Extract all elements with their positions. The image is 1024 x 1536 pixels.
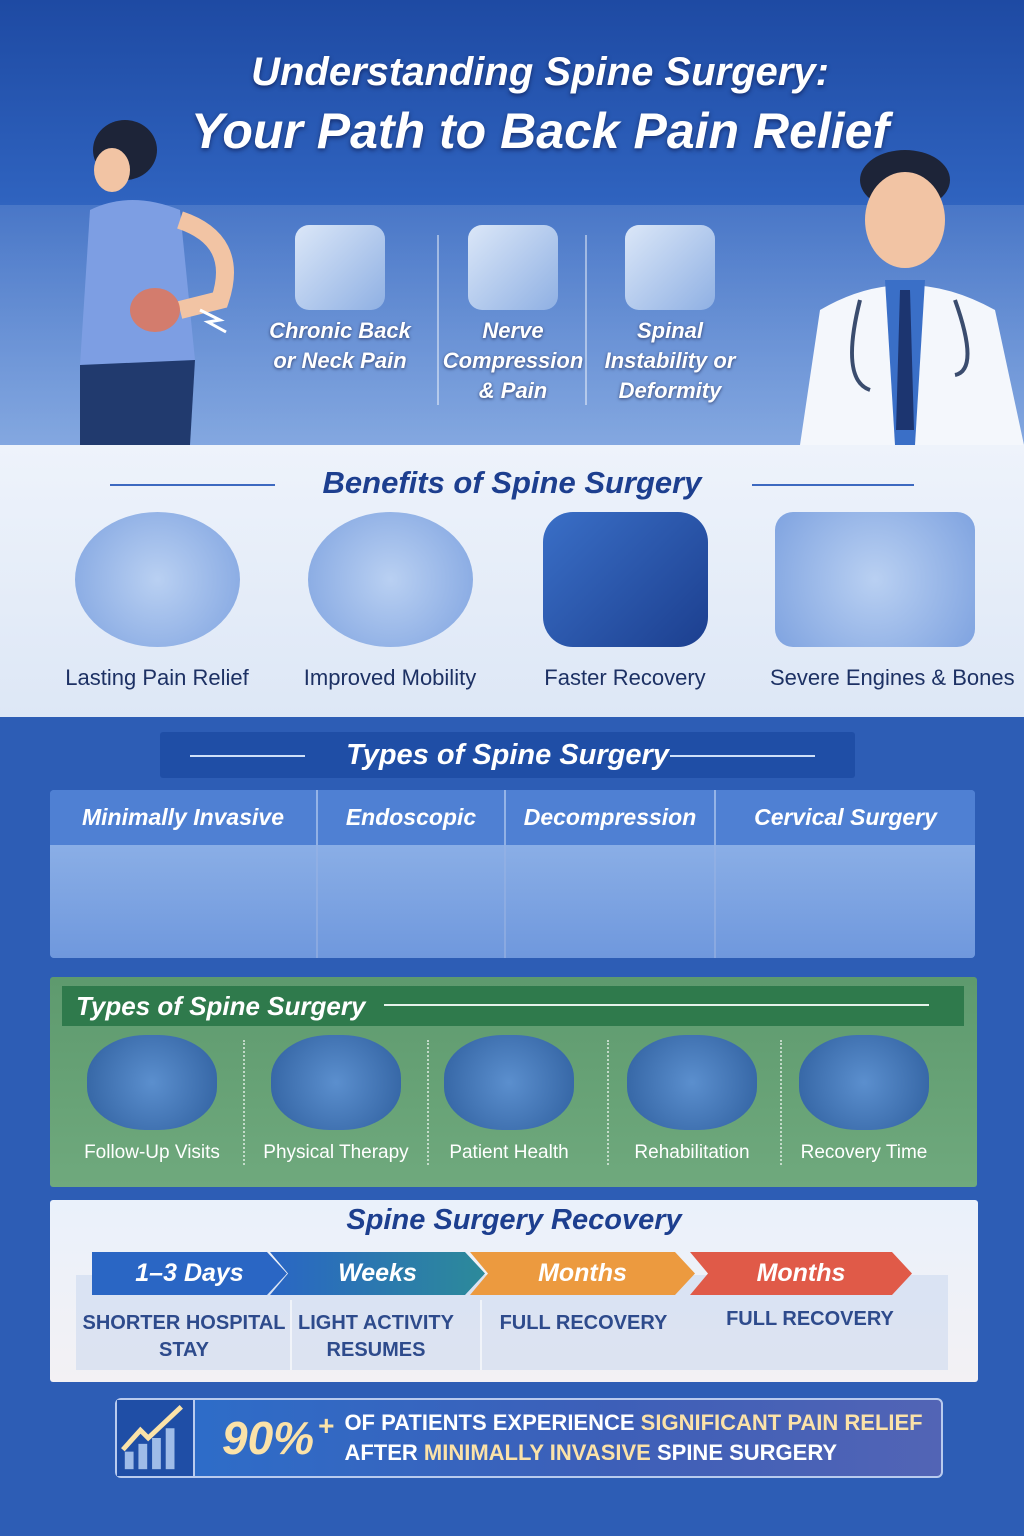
divider — [607, 1040, 609, 1165]
surgery-types-cards: Minimally Invasive Endoscopic Decompress… — [50, 790, 975, 958]
stage-4-arrow: Months — [690, 1252, 912, 1295]
spine-disc-icon — [775, 512, 975, 647]
aftercare-item: Recovery Time — [778, 1035, 950, 1164]
aftercare-item: Patient Health — [423, 1035, 595, 1164]
hospital-bed-icon — [799, 1035, 929, 1130]
cervical-vertebrae-icon — [716, 845, 975, 958]
condition-label: Chronic Back or Neck Pain — [269, 318, 411, 373]
shield-spine-icon — [542, 512, 708, 647]
stage-3-desc: FULL RECOVERY — [480, 1300, 685, 1370]
nerve-compression-icon — [468, 225, 558, 310]
stat-line-2: AFTER MINIMALLY INVASIVE SPINE SURGERY — [344, 1440, 922, 1466]
divider — [110, 484, 275, 486]
types-heading-bar: Types of Spine Surgery — [160, 732, 855, 778]
condition-spinal-instability: Spinal Instability or Deformity — [595, 225, 745, 406]
aftercare-label: Physical Therapy — [263, 1142, 409, 1163]
aftercare-item: Rehabilitation — [606, 1035, 778, 1164]
surgery-card-decompression: Decompression — [506, 790, 716, 958]
stat-highlight: SIGNIFICANT PAIN RELIEF — [640, 1410, 923, 1435]
divider — [670, 755, 815, 757]
stage-1-desc: SHORTER HOSPITAL STAY — [82, 1312, 286, 1361]
benefits-heading: Benefits of Spine Surgery — [322, 465, 702, 500]
title-line-1: Understanding Spine Surgery: — [251, 50, 829, 94]
stage-2-desc: LIGHT ACTIVITY RESUMES — [290, 1300, 460, 1370]
man-shoulder-pain-icon — [74, 512, 240, 647]
stage-1-arrow: 1–3 Days — [92, 1252, 287, 1295]
patient-health-icon — [444, 1035, 574, 1130]
divider — [752, 484, 914, 486]
recovery-heading: Spine Surgery Recovery — [346, 1204, 682, 1236]
clipboard-bag-icon — [627, 1035, 757, 1130]
stage-2-arrow: Weeks — [270, 1252, 485, 1295]
stat-row: 90% + OF PATIENTS EXPERIENCE SIGNIFICANT… — [222, 1400, 923, 1476]
types-heading: Types of Spine Surgery — [346, 739, 669, 771]
stat-lines: OF PATIENTS EXPERIENCE SIGNIFICANT PAIN … — [344, 1410, 922, 1466]
decompressed-disc-icon — [506, 845, 714, 958]
stat-plus: + — [318, 1410, 335, 1441]
benefit-label: Severe Engines & Bones — [770, 665, 1015, 690]
surgery-card-cervical: Cervical Surgery — [716, 790, 975, 958]
stat-banner — [115, 1398, 943, 1478]
bandaged-spine-icon — [87, 1035, 217, 1130]
divider — [384, 1004, 929, 1006]
stat-text: AFTER — [344, 1440, 424, 1465]
divider — [427, 1040, 429, 1165]
stage-3-arrow: Months — [470, 1252, 695, 1295]
divider — [585, 235, 587, 405]
divider — [780, 1040, 782, 1165]
aftercare-heading: Types of Spine Surgery — [76, 991, 366, 1021]
flexing-man-icon — [307, 512, 473, 647]
card-title: Decompression — [506, 790, 714, 845]
stat-text: OF PATIENTS EXPERIENCE — [344, 1410, 641, 1435]
surgery-card-endoscopic: Endoscopic — [318, 790, 506, 958]
stat-value: 90% — [222, 1412, 315, 1464]
spine-lightning-icon — [295, 225, 385, 310]
stat-line-1: OF PATIENTS EXPERIENCE SIGNIFICANT PAIN … — [344, 1410, 922, 1436]
card-title: Minimally Invasive — [50, 790, 316, 845]
stat-highlight: MINIMALLY INVASIVE — [423, 1440, 651, 1465]
benefit-item: Improved Mobility — [285, 512, 495, 691]
benefit-item: Faster Recovery — [520, 512, 730, 691]
aftercare-item: Follow-Up Visits — [66, 1035, 238, 1164]
benefit-label: Lasting Pain Relief — [65, 665, 249, 690]
benefit-label: Improved Mobility — [303, 665, 477, 690]
doctor-illustration — [800, 150, 1024, 445]
title-line-2: Your Path to Back Pain Relief — [190, 103, 890, 159]
vertebrae-icon — [625, 225, 715, 310]
card-title: Endoscopic — [318, 790, 504, 845]
aftercare-heading-bar: Types of Spine Surgery — [62, 986, 964, 1026]
condition-nerve-compression: Nerve Compression & Pain — [438, 225, 588, 406]
benefit-item: Lasting Pain Relief — [52, 512, 262, 691]
aftercare-item: Physical Therapy — [250, 1035, 422, 1164]
divider — [243, 1040, 245, 1165]
stage-4-desc: FULL RECOVERY — [726, 1308, 894, 1330]
rising-chart-icon — [117, 1400, 195, 1476]
divider — [190, 755, 305, 757]
condition-label: Nerve Compression & Pain — [442, 318, 584, 403]
card-title: Cervical Surgery — [716, 790, 975, 845]
aftercare-label: Patient Health — [449, 1142, 569, 1163]
therapy-equipment-icon — [271, 1035, 401, 1130]
endoscope-icon — [318, 845, 504, 958]
scalpel-tools-icon — [50, 845, 316, 958]
benefit-item: Severe Engines & Bones — [770, 512, 1015, 691]
benefit-label: Faster Recovery — [544, 665, 706, 690]
stat-text: SPINE SURGERY — [650, 1440, 838, 1465]
divider — [437, 235, 439, 405]
woman-back-pain-illustration — [80, 120, 234, 445]
condition-label: Spinal Instability or Deformity — [604, 318, 736, 403]
aftercare-label: Rehabilitation — [634, 1142, 750, 1163]
surgery-card-minimally-invasive: Minimally Invasive — [50, 790, 318, 958]
condition-chronic-pain: Chronic Back or Neck Pain — [265, 225, 415, 376]
aftercare-label: Follow-Up Visits — [84, 1142, 220, 1163]
aftercare-label: Recovery Time — [800, 1142, 928, 1163]
